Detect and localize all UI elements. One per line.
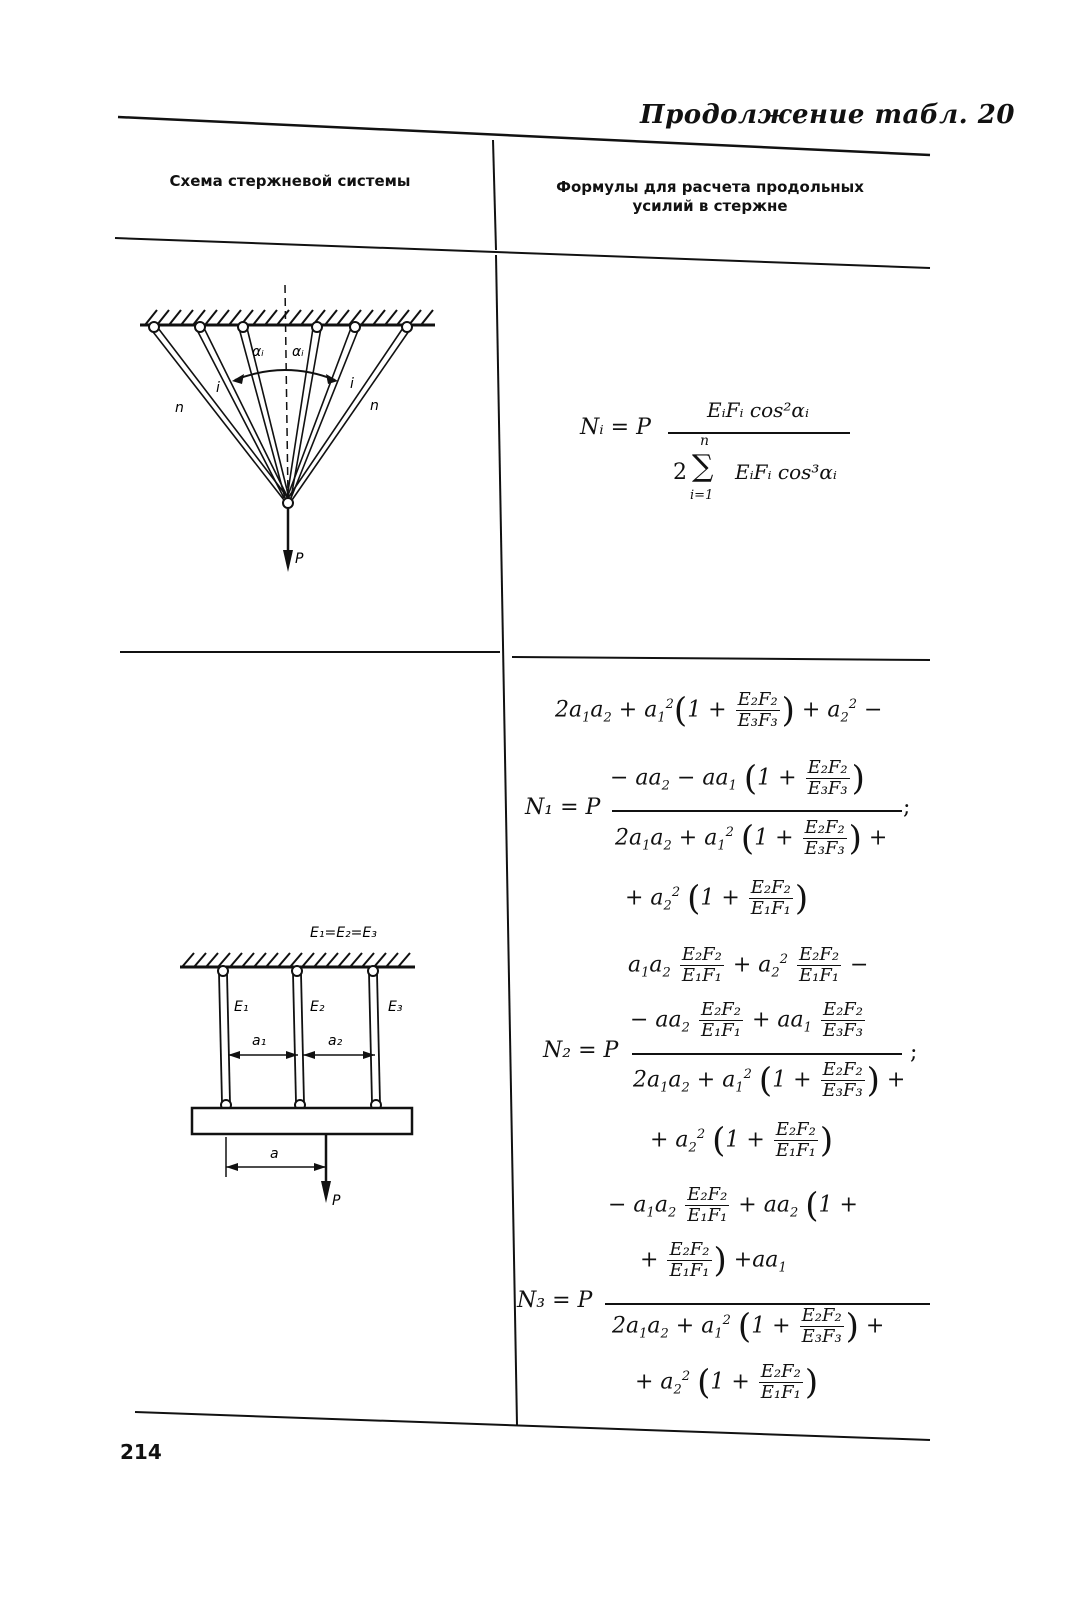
column-header-formulas-line2: усилий в стержне bbox=[632, 197, 788, 215]
frac-den: E₁F₁ bbox=[798, 964, 840, 986]
page-number: 214 bbox=[120, 1440, 162, 1464]
frac-den: E₁F₁ bbox=[687, 1204, 728, 1226]
rod-i-label-right: i bbox=[350, 376, 354, 392]
frac-num: E₂F₂ bbox=[748, 877, 793, 899]
frac-den: E₃F₃ bbox=[822, 1079, 863, 1101]
frac-num: E₂F₂ bbox=[802, 817, 847, 839]
formula-ni-numerator: EᵢFᵢ cos²αᵢ bbox=[707, 398, 809, 422]
rod-e3-label: E₃ bbox=[388, 999, 403, 1015]
load-label-2: P bbox=[332, 1193, 341, 1209]
rigid-beam bbox=[190, 1106, 414, 1136]
frac-den: E₁F₁ bbox=[760, 1381, 801, 1403]
dim-a-label: a bbox=[270, 1146, 279, 1162]
n1-fraction-bar bbox=[612, 810, 902, 812]
n2-separator: ; bbox=[910, 1040, 918, 1065]
sum-sign-icon: ∑ bbox=[692, 449, 714, 484]
moduli-equality-label: E₁=E₂=E₃ bbox=[310, 925, 377, 941]
frac-num: E₂F₂ bbox=[685, 1184, 730, 1206]
alpha-label-left: αᵢ bbox=[252, 344, 264, 360]
formula-ni-sum-bottom: i=1 bbox=[690, 488, 714, 503]
rod-n-label-right: n bbox=[370, 398, 379, 414]
frac-den: E₁F₁ bbox=[750, 897, 791, 919]
angle-arc bbox=[234, 369, 336, 381]
rod-n-label-left: n bbox=[175, 400, 184, 416]
frac-num: E₂F₂ bbox=[667, 1239, 712, 1261]
frac-den: E₃F₃ bbox=[822, 1019, 864, 1041]
column-header-formulas: Формулы для расчета продольных усилий в … bbox=[510, 178, 910, 216]
frac-num: E₂F₂ bbox=[820, 999, 866, 1021]
three-rod-diagram: E₁=E₂=E₃ E₁ E₂ E₃ a₁ a₂ a P bbox=[180, 925, 415, 1209]
fan-rod-diagram: αᵢ αᵢ i i n n P bbox=[140, 284, 435, 572]
formula-ni-den-coef: 2 bbox=[673, 460, 687, 485]
formula-ni-den-body: EᵢFᵢ cos³αᵢ bbox=[735, 460, 837, 484]
frac-num: E₂F₂ bbox=[773, 1119, 818, 1141]
frac-den: E₁F₁ bbox=[700, 1019, 742, 1041]
alpha-label-right: αᵢ bbox=[292, 344, 304, 360]
frac-den: E₁F₁ bbox=[681, 964, 722, 986]
vertical-rods bbox=[218, 972, 381, 1104]
frac-num: E₂F₂ bbox=[758, 1361, 803, 1383]
n1-separator: ; bbox=[903, 795, 911, 820]
rod-e1-label: E₁ bbox=[234, 999, 248, 1015]
running-title: Продолжение табл. 20 bbox=[640, 100, 1015, 130]
n1-lhs: N₁ = P bbox=[525, 795, 601, 820]
frac-den: E₃F₃ bbox=[801, 1325, 842, 1347]
dim-a1-label: a₁ bbox=[252, 1033, 266, 1049]
frac-num: E₂F₂ bbox=[796, 944, 842, 966]
formula-ni-fraction-bar bbox=[668, 432, 850, 434]
dim-a2-label: a₂ bbox=[328, 1033, 343, 1049]
load-label: P bbox=[295, 551, 304, 567]
frac-num: E₂F₂ bbox=[820, 1059, 865, 1081]
pin-joints bbox=[148, 321, 413, 509]
rod-joints bbox=[217, 965, 382, 1111]
ceiling-hatching-2 bbox=[181, 952, 411, 968]
frac-num: E₂F₂ bbox=[799, 1305, 844, 1327]
frac-num: E₂F₂ bbox=[698, 999, 744, 1021]
n2-fraction-bar bbox=[632, 1053, 902, 1055]
rods bbox=[149, 327, 412, 501]
n3-lhs: N₃ = P bbox=[517, 1288, 593, 1313]
ceiling-hatching bbox=[144, 309, 434, 326]
frac-num: E₂F₂ bbox=[805, 757, 850, 779]
frac-den: E₃F₃ bbox=[737, 709, 778, 731]
column-header-formulas-line1: Формулы для расчета продольных bbox=[556, 178, 864, 196]
rod-e2-label: E₂ bbox=[310, 999, 325, 1015]
frac-den: E₁F₁ bbox=[775, 1139, 816, 1161]
n2-lhs: N₂ = P bbox=[543, 1038, 619, 1063]
frac-den: E₁F₁ bbox=[669, 1259, 710, 1281]
frac-num: E₂F₂ bbox=[679, 944, 724, 966]
n3-fraction-bar bbox=[605, 1303, 930, 1305]
frac-num: E₂F₂ bbox=[735, 689, 780, 711]
formula-ni-sum-top: n bbox=[700, 433, 710, 449]
rod-i-label-left: i bbox=[216, 380, 220, 396]
frac-den: E₃F₃ bbox=[807, 777, 848, 799]
column-header-scheme: Схема стержневой системы bbox=[169, 172, 411, 190]
frac-den: E₃F₃ bbox=[804, 837, 845, 859]
formula-ni-lhs: Nᵢ = P bbox=[580, 415, 651, 440]
